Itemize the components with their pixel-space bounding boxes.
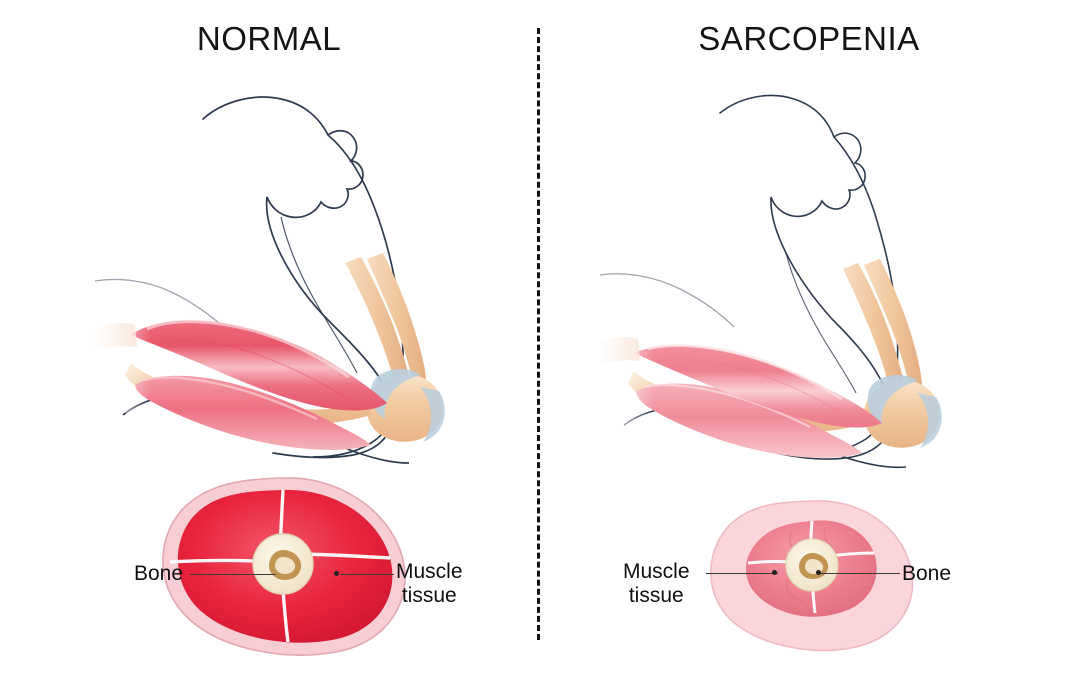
panel-title-normal: NORMAL (196, 20, 342, 57)
leader-dot-muscle-normal (334, 571, 339, 576)
leader-dot-muscle-sarcopenia (772, 570, 777, 575)
label-bone-sarcopenia: Bone (902, 562, 952, 585)
leader-dot-bone-sarcopenia (816, 570, 821, 575)
leader-line-muscle-sarcopenia (706, 573, 778, 574)
cross-section-sarcopenia (710, 500, 914, 652)
arm-illustration-normal (95, 96, 445, 464)
label-bone-normal: Bone (134, 562, 184, 585)
label-muscle-tissue-sarcopenia: Muscle tissue (623, 560, 690, 607)
leader-line-bone-sarcopenia (820, 573, 900, 574)
leader-line-muscle-normal (340, 574, 394, 575)
arm-illustration-sarcopenia (600, 94, 942, 469)
panel-title-sarcopenia: SARCOPENIA (698, 20, 920, 57)
leader-line-bone-normal (190, 574, 276, 575)
cross-section-normal (162, 477, 406, 656)
label-muscle-tissue-normal: Muscle tissue (396, 560, 463, 607)
panel-divider (537, 28, 540, 640)
